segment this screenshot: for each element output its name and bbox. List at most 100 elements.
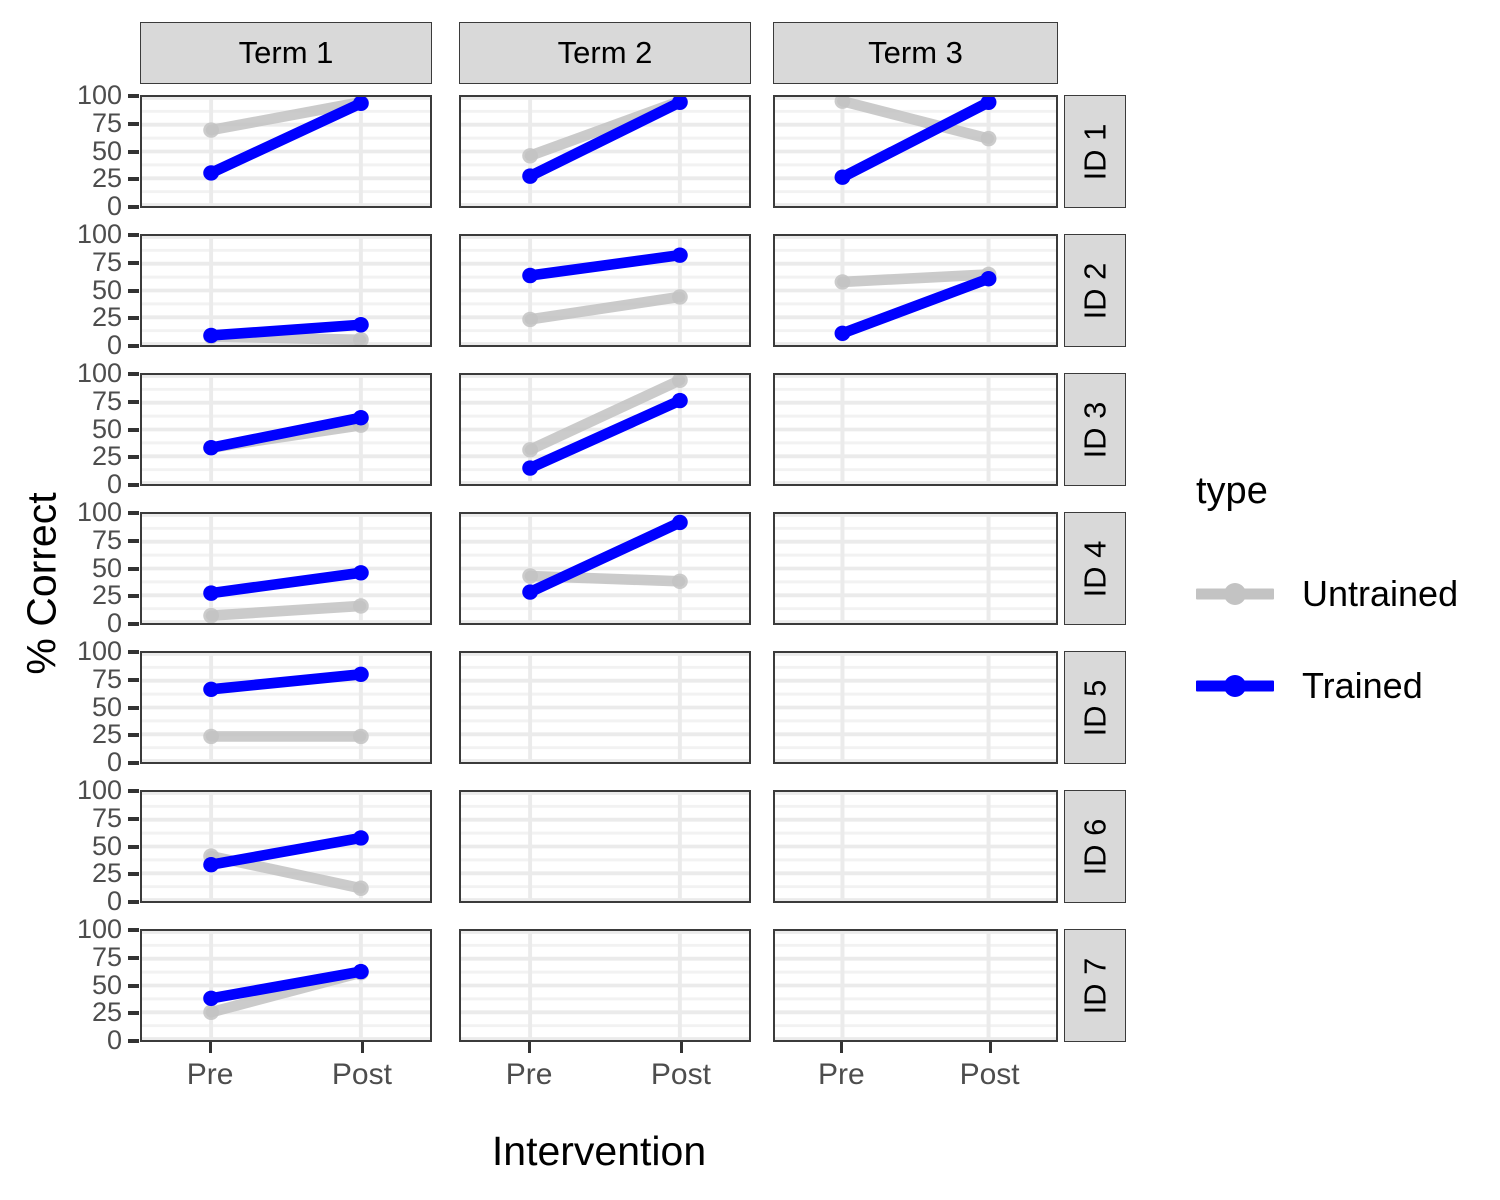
y-tick-mark [128,872,139,877]
y-tick-label: 100 [76,636,122,666]
y-tick-label: 100 [76,497,122,527]
legend-item-untrained[interactable]: Untrained [1196,563,1458,625]
legend-label-trained: Trained [1302,665,1423,706]
y-tick-mark [128,399,139,404]
series-untrained [834,97,997,147]
legend-title: type [1196,470,1268,512]
panel-id-4-term-1[interactable] [140,512,432,625]
panel-id-5-term-2[interactable] [459,651,751,764]
column-strip-term-1: Term 1 [140,22,432,84]
panel-id-3-term-3[interactable] [773,373,1058,486]
series-trained [203,565,369,601]
series-trained [203,97,369,181]
panel-id-7-term-3[interactable] [773,929,1058,1042]
y-tick-mark [128,372,139,376]
y-tick-label: 25 [91,163,122,194]
y-tick-label: 0 [106,747,122,777]
y-tick-mark [128,205,139,209]
y-tick-mark [128,316,139,321]
row-strip-id-1: ID 1 [1064,95,1126,208]
row-strip-id-4: ID 4 [1064,512,1126,625]
panel-id-5-term-3[interactable] [773,651,1058,764]
y-tick-label: 50 [91,552,122,583]
legend-key-untrained [1196,571,1274,617]
row-strip-id-2: ID 2 [1064,234,1126,347]
panel-id-1-term-1[interactable] [140,95,432,208]
series-trained [203,410,369,456]
y-tick-label: 50 [91,274,122,305]
y-tick-label: 100 [76,775,122,805]
panel-id-4-term-3[interactable] [773,512,1058,625]
y-tick-label: 25 [91,580,122,611]
panel-id-1-term-3[interactable] [773,95,1058,208]
panel-id-3-term-1[interactable] [140,373,432,486]
x-tick-mark [528,1042,532,1053]
series-trained [834,271,997,342]
legend-dot-untrained [1224,583,1246,605]
y-tick-mark [128,705,139,710]
y-tick-mark [128,789,139,793]
panel-id-4-term-2[interactable] [459,512,751,625]
panel-id-1-term-2[interactable] [459,95,751,208]
legend: type Untrained Trained [1196,470,1458,747]
panel-id-6-term-3[interactable] [773,790,1058,903]
y-tick-mark [128,1039,139,1043]
panel-id-2-term-2[interactable] [459,234,751,347]
y-tick-mark [128,900,139,904]
panel-id-6-term-2[interactable] [459,790,751,903]
y-tick-label: 100 [76,219,122,249]
y-tick-mark [128,816,139,821]
row-strip-id-5: ID 5 [1064,651,1126,764]
y-tick-label: 25 [91,441,122,472]
series-trained [203,666,369,698]
row-strip-label: ID 4 [1076,540,1112,597]
panel-id-5-term-1[interactable] [140,651,432,764]
panel-id-7-term-1[interactable] [140,929,432,1042]
y-tick-mark [128,844,139,849]
panel-id-6-term-1[interactable] [140,790,432,903]
panel-id-3-term-2[interactable] [459,373,751,486]
x-tick-label: Pre [186,1058,234,1091]
y-tick-label: 75 [91,246,122,277]
series-untrained [203,728,369,745]
y-tick-label: 25 [91,719,122,750]
series-untrained [522,375,688,458]
y-tick-mark [128,677,139,682]
y-tick-label: 0 [106,608,122,638]
series-untrained [203,598,369,623]
y-tick-label: 50 [91,413,122,444]
x-tick-mark [988,1042,992,1053]
y-tick-label: 25 [91,858,122,889]
legend-item-trained[interactable]: Trained [1196,655,1458,717]
y-tick-mark [128,928,139,932]
y-tick-label: 50 [91,830,122,861]
x-axis-title: Intervention [491,1128,707,1174]
y-tick-label: 25 [91,997,122,1028]
y-tick-label: 0 [106,1025,122,1055]
column-strip-label: Term 2 [557,35,653,70]
row-strip-label: ID 5 [1076,679,1112,736]
panel-id-2-term-1[interactable] [140,234,432,347]
x-tick-label: Pre [505,1058,553,1091]
y-tick-label: 100 [76,80,122,110]
row-strip-label: ID 3 [1076,401,1112,458]
x-tick-label: Post [650,1058,711,1091]
column-strip-label: Term 1 [238,35,334,70]
y-tick-mark [128,94,139,98]
row-strip-label: ID 6 [1076,818,1112,875]
y-tick-mark [128,427,139,432]
y-tick-label: 100 [76,914,122,944]
row-strip-id-6: ID 6 [1064,790,1126,903]
y-tick-label: 50 [91,691,122,722]
series-trained [203,830,369,873]
y-tick-label: 0 [106,469,122,499]
y-tick-mark [128,149,139,154]
y-tick-mark [128,483,139,487]
y-tick-label: 0 [106,191,122,221]
panel-id-2-term-3[interactable] [773,234,1058,347]
row-strip-id-7: ID 7 [1064,929,1126,1042]
panel-id-7-term-2[interactable] [459,929,751,1042]
y-tick-label: 75 [91,941,122,972]
x-tick-mark [679,1042,683,1053]
